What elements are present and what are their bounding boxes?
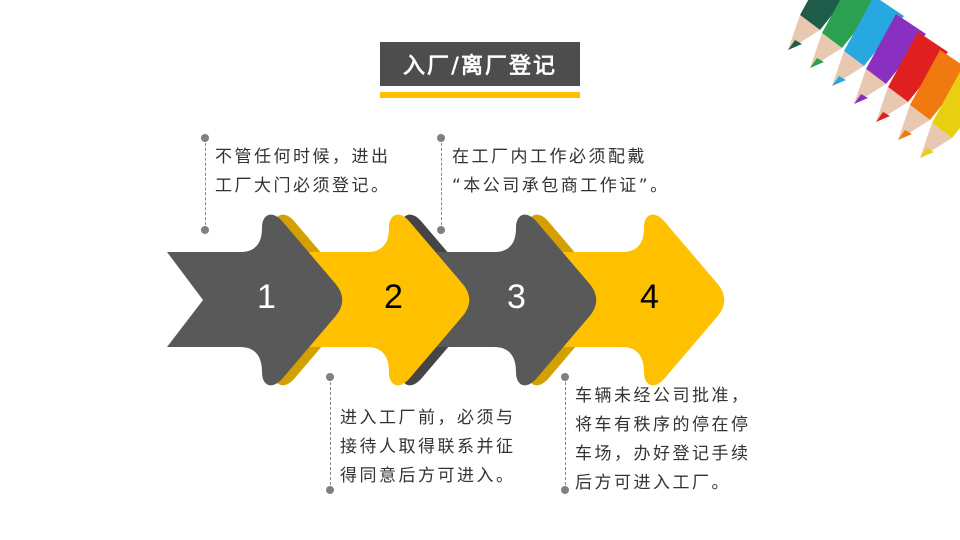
pencil-lead: [898, 130, 912, 140]
connector-dot: [201, 134, 209, 142]
connector-line-2: [330, 377, 331, 490]
pencil-body: [866, 14, 926, 84]
text-line: 车辆未经公司批准，: [575, 386, 751, 406]
step-2-number: 2: [384, 278, 403, 316]
text-line: 进入工厂前，必须与: [340, 408, 516, 428]
pencil-body: [800, 0, 844, 30]
step-2-description: 进入工厂前，必须与 接待人取得联系并征 得同意后方可进入。: [340, 404, 516, 491]
step-4-description: 车辆未经公司批准， 将车有秩序的停在停 车场，办好登记手续 后方可进入工厂。: [575, 382, 751, 498]
pencil-lead: [788, 40, 802, 50]
connector-dot: [326, 373, 334, 381]
page-title: 入厂/离厂登记: [380, 42, 580, 86]
pencil-lead: [920, 148, 934, 158]
text-line: 车场，办好登记手续: [575, 444, 751, 464]
pencil-body: [888, 32, 948, 102]
connector-dot: [437, 226, 445, 234]
connector-dot: [561, 373, 569, 381]
text-line: “本公司承包商工作证”。: [452, 176, 670, 196]
connector-dot: [326, 486, 334, 494]
step-3-number: 3: [507, 278, 526, 316]
connector-line-4: [565, 377, 566, 490]
arrow-step-1: [167, 214, 343, 386]
step-1-description: 不管任何时候，进出 工厂大门必须登记。: [215, 143, 391, 201]
text-line: 将车有秩序的停在停: [575, 415, 751, 435]
text-line: 工厂大门必须登记。: [215, 176, 391, 196]
pencil-lead: [810, 58, 824, 68]
pencil-body: [932, 71, 960, 138]
text-line: 接待人取得联系并征: [340, 437, 516, 457]
connector-line-3: [441, 138, 442, 230]
arrow-step-3: [421, 214, 597, 386]
pencil-lead: [854, 94, 868, 104]
text-line: 后方可进入工厂。: [575, 473, 731, 493]
connector-line-1: [205, 138, 206, 230]
arrow-step-4: [549, 214, 725, 386]
text-line: 不管任何时候，进出: [215, 147, 391, 167]
step-3-description: 在工厂内工作必须配戴 “本公司承包商工作证”。: [452, 143, 670, 201]
step-1-number: 1: [257, 278, 276, 316]
text-line: 在工厂内工作必须配戴: [452, 147, 647, 167]
pencil-lead: [876, 112, 890, 122]
step-4-number: 4: [640, 278, 659, 316]
arrow-step-2: [294, 214, 470, 386]
title-underline: [380, 92, 580, 98]
pencil-body: [844, 0, 904, 66]
connector-dot: [561, 486, 569, 494]
pencil-body: [910, 50, 960, 120]
pencil-lead: [832, 76, 846, 86]
connector-dot: [437, 134, 445, 142]
connector-dot: [201, 226, 209, 234]
text-line: 得同意后方可进入。: [340, 466, 516, 486]
